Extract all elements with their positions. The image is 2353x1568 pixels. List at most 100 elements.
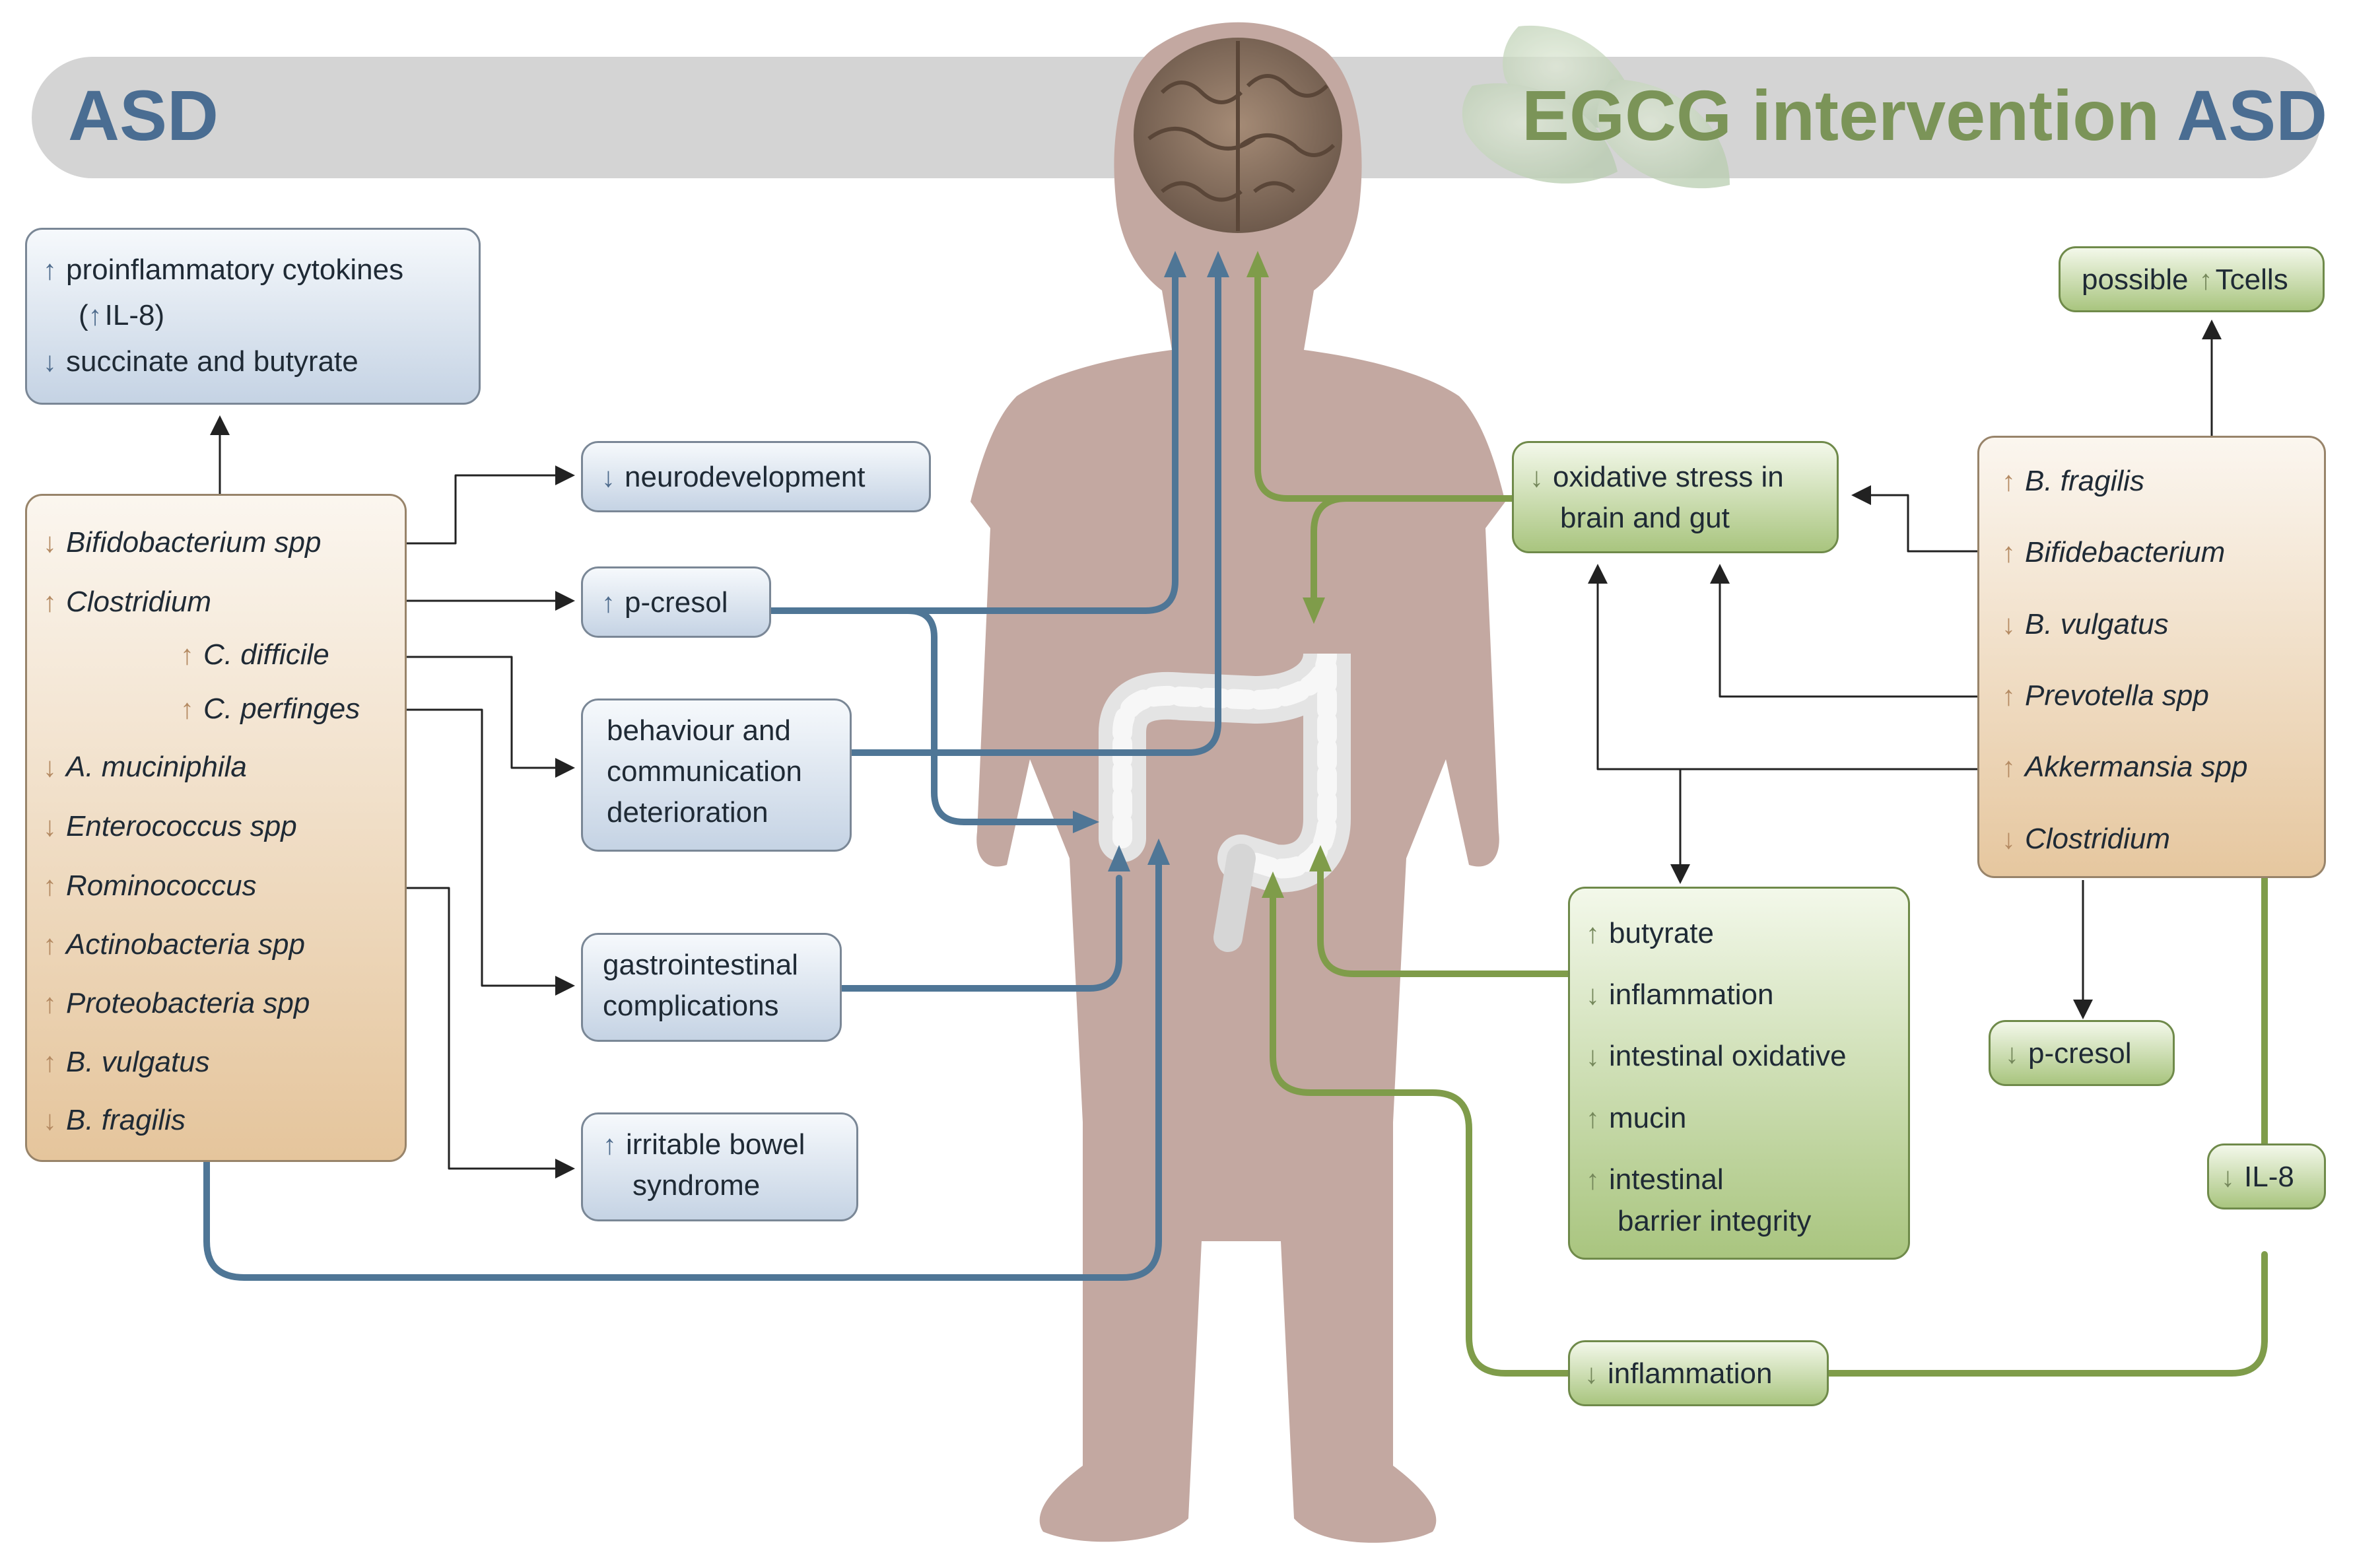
up-arrow-icon: ↑ [43,988,57,1019]
oxidative-stress-box: ↓oxidative stress in brain and gut [1512,441,1839,553]
ibs-line1: ↑irritable bowel [603,1128,805,1161]
down-arrow-icon: ↓ [2002,609,2016,640]
cytokines-box: ↑proinflammatory cytokines (↑IL-8) ↓succ… [25,228,481,405]
bacteria-proteo: ↑Proteobacteria spp [43,987,310,1019]
egcg-bfrag: ↑B. fragilis [2002,465,2144,497]
behaviour-line1: behaviour and [607,714,791,747]
up-arrow-icon: ↑ [88,300,102,331]
up-arrow-icon: ↑ [2002,465,2016,496]
cytokines-line1: ↑proinflammatory cytokines [43,254,404,286]
bacteria-cdiff: ↑C. difficile [180,638,329,671]
egcg-inflammation-box: ↓inflammation [1568,1340,1829,1406]
effect-barrier-line1: ↑intestinal [1586,1163,1724,1196]
up-arrow-icon: ↑ [43,254,57,285]
header-title-asd: ASD [68,75,219,155]
bacteria-bvulg: ↑B. vulgatus [43,1046,210,1078]
behaviour-line2: communication [607,755,802,788]
up-arrow-icon: ↑ [2002,537,2016,568]
cytokines-line2: (↑IL-8) [79,299,165,331]
bacteria-actino: ↑Actinobacteria spp [43,928,305,961]
down-arrow-icon: ↓ [2002,823,2016,854]
green-flow-arrowheads [1246,251,1332,898]
down-arrow-icon: ↓ [2005,1038,2019,1069]
asd-bacteria-box: ↓Bifidobacterium spp ↑Clostridium ↑C. di… [25,494,407,1162]
up-arrow-icon: ↑ [2002,680,2016,711]
up-arrow-icon: ↑ [601,587,615,618]
egcg-inflammation-label: ↓inflammation [1585,1357,1773,1390]
header-title-egcg: EGCG intervention ASD [1522,74,2327,156]
neurodevelopment-box: ↓neurodevelopment [581,441,931,512]
header-title-egcg-green: EGCG intervention [1522,75,2160,155]
up-arrow-icon: ↑ [1586,1164,1600,1195]
down-arrow-icon: ↓ [1585,1358,1598,1389]
neurodevelopment-label: ↓neurodevelopment [601,461,866,493]
down-arrow-icon: ↓ [43,751,57,782]
up-arrow-icon: ↑ [180,639,194,670]
pcresol-label: ↑p-cresol [601,586,728,619]
down-arrow-icon: ↓ [1586,979,1600,1010]
gastro-line1: gastrointestinal [603,949,798,981]
egcg-akk: ↑Akkermansia spp [2002,751,2248,783]
egcg-prev: ↑Prevotella spp [2002,679,2209,712]
down-arrow-icon: ↓ [2221,1161,2235,1192]
down-arrow-icon: ↓ [43,811,57,842]
up-arrow-icon: ↑ [1586,918,1600,949]
egcg-pcresol-box: ↓p-cresol [1989,1020,2175,1086]
leaf-decoration [1462,25,1730,189]
egcg-il8-label: ↓IL-8 [2221,1161,2294,1193]
bacteria-bfrag: ↓B. fragilis [43,1104,186,1136]
behaviour-box: behaviour and communication deterioratio… [581,699,852,852]
up-arrow-icon: ↑ [43,929,57,960]
oxidative-line2: brain and gut [1560,502,1730,534]
gastro-line2: complications [603,990,779,1022]
gastro-box: gastrointestinal complications [581,933,842,1042]
down-arrow-icon: ↓ [1586,1040,1600,1072]
egcg-bvulg: ↓B. vulgatus [2002,608,2169,640]
effect-barrier-line2: barrier integrity [1618,1205,1812,1237]
tcells-box: possible ↑Tcells [2059,246,2325,312]
down-arrow-icon: ↓ [43,346,57,377]
ibs-box: ↑irritable bowel syndrome [581,1112,858,1221]
child-silhouette [971,22,1505,1543]
up-arrow-icon: ↑ [43,586,57,617]
down-arrow-icon: ↓ [601,461,615,493]
oxidative-line1: ↓oxidative stress in [1530,461,1784,493]
effect-butyrate: ↑butyrate [1586,917,1714,949]
bacteria-amuc: ↓A. muciniphila [43,751,247,783]
tcells-label: possible ↑Tcells [2082,263,2288,296]
up-arrow-icon: ↑ [2002,751,2016,782]
bacteria-romino: ↑Rominococcus [43,869,257,902]
up-arrow-icon: ↑ [2199,264,2213,295]
egcg-bacteria-box: ↑B. fragilis ↑Bifidebacterium ↓B. vulgat… [1977,436,2326,878]
bacteria-entero: ↓Enterococcus spp [43,810,297,842]
green-flow-lines [1254,261,2268,1377]
effect-inflammation: ↓inflammation [1586,978,1774,1011]
egcg-effects-box: ↑butyrate ↓inflammation ↓intestinal oxid… [1568,887,1910,1260]
egcg-il8-box: ↓IL-8 [2207,1143,2326,1210]
effect-mucin: ↑mucin [1586,1102,1687,1134]
bacteria-clostridium: ↑Clostridium [43,586,212,618]
up-arrow-icon: ↑ [180,693,194,724]
bacteria-bifido: ↓Bifidobacterium spp [43,526,322,559]
up-arrow-icon: ↑ [43,1046,57,1077]
brain-illustration [1134,38,1342,233]
effect-intestinal-oxidative: ↓intestinal oxidative [1586,1040,1847,1072]
colon-illustration [1099,652,1351,952]
down-arrow-icon: ↓ [1530,461,1544,493]
blue-flow-arrowheads [1073,251,1229,871]
pcresol-box: ↑p-cresol [581,566,771,638]
blue-flow-lines [203,261,1221,1281]
down-arrow-icon: ↓ [43,527,57,558]
ibs-line2: syndrome [632,1169,761,1202]
header-title-egcg-blue: ASD [2177,75,2328,155]
egcg-clos: ↓Clostridium [2002,823,2171,855]
up-arrow-icon: ↑ [603,1129,617,1160]
up-arrow-icon: ↑ [43,870,57,901]
egcg-pcresol-label: ↓p-cresol [2005,1037,2132,1070]
up-arrow-icon: ↑ [1586,1103,1600,1134]
down-arrow-icon: ↓ [43,1105,57,1136]
bacteria-cperf: ↑C. perfinges [180,693,360,725]
cytokines-line3: ↓succinate and butyrate [43,345,358,378]
